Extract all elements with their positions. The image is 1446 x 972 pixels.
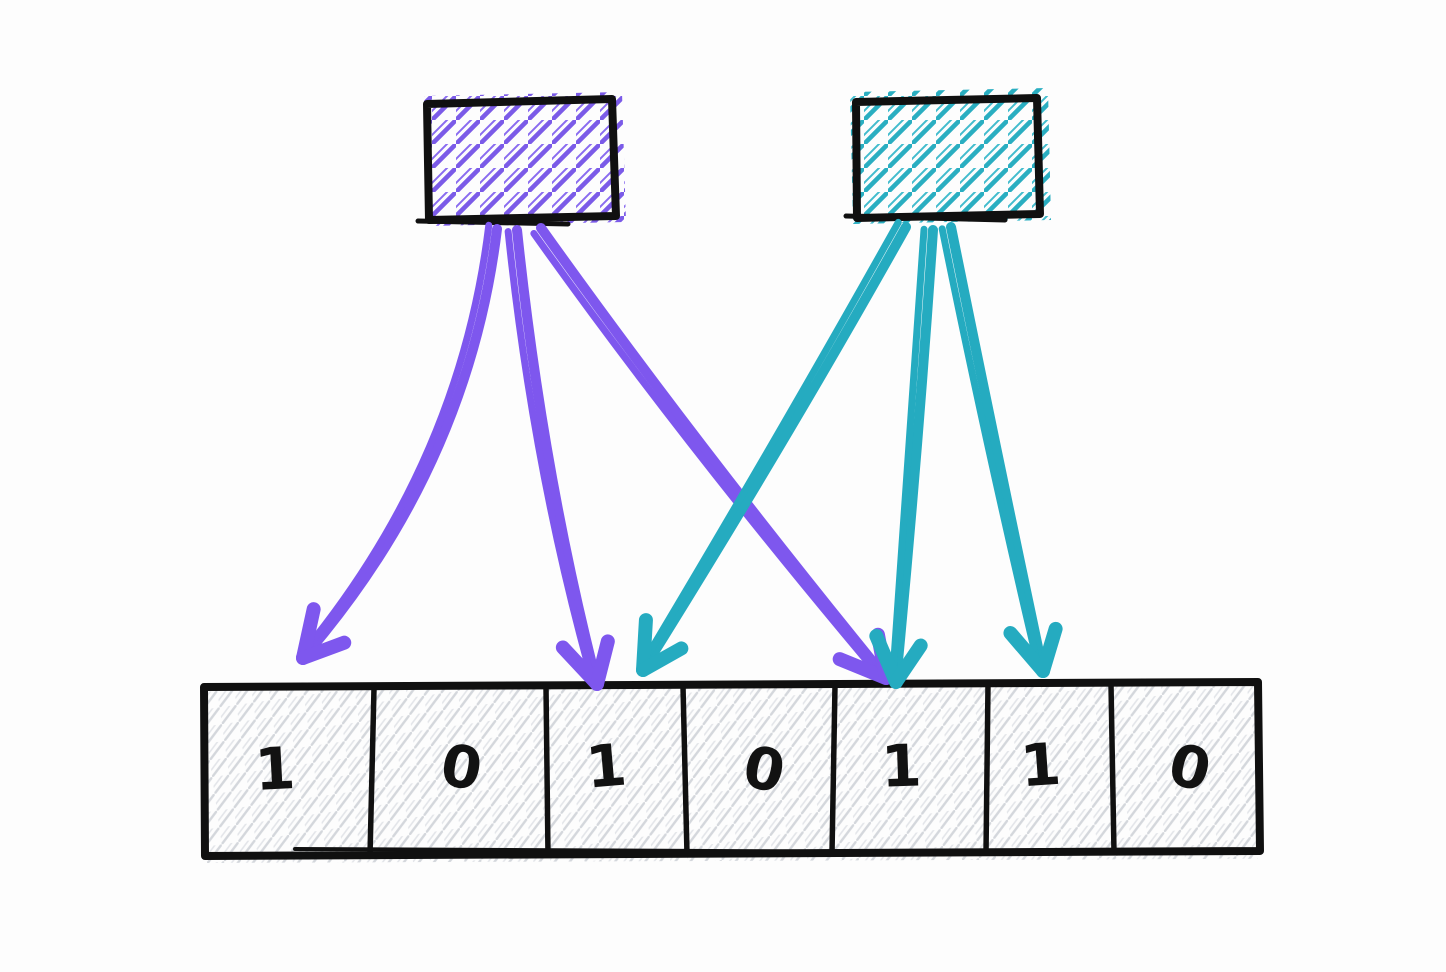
hashed-item-purple-box [415,92,626,227]
arrow-hashed-item-teal-to-cell-5 [938,222,1063,678]
bit-cell-divider [680,683,690,857]
bit-array-cell: 1 [835,683,985,861]
bit-array-cell: 1 [985,682,1112,860]
arrowhead-barb [636,641,689,677]
bit-array-cell: 1 [545,684,685,862]
hashed-item-purple-frame-overdraw [415,218,571,227]
bit-array-frame [200,678,1264,860]
arrowhead-barb [1003,626,1050,678]
arrow-shaft [298,224,502,663]
arrow-hashed-item-purple-to-cell-4 [530,223,893,685]
bit-cell-value: 1 [253,734,297,804]
arrow-shaft-overdraw [296,221,493,661]
bit-cell-value: 1 [583,730,629,801]
arrow-hashed-item-purple-to-cell-2 [504,225,615,691]
arrow-shaft [638,222,911,675]
arrow-shaft-overdraw [938,225,1043,676]
bit-cell-divider [829,683,838,857]
bit-cell-hatch [1112,681,1258,860]
bit-cell-divider [543,684,551,858]
arrow-hashed-item-teal-to-cell-4 [869,225,938,689]
arrowhead-barb [1036,621,1063,678]
bit-cell-hatch [985,682,1112,860]
arrow-hashed-item-teal-to-cell-2 [636,218,911,677]
arrow-shaft [536,223,891,683]
hashed-item-teal-frame [852,94,1044,222]
arrowhead-barb [296,602,321,665]
arrow-shaft-overdraw [530,229,887,684]
arrow-hashed-item-purple-to-cell-0 [296,221,502,665]
arrowhead-barb [869,629,903,689]
hashed-item-teal-hatch [850,88,1051,224]
bit-array-cell: 0 [1112,681,1258,860]
arrow-shaft [891,225,938,687]
bit-cell-value: 1 [880,731,923,800]
bit-cell-divider [367,685,377,859]
arrow-shaft [512,225,602,689]
bit-array-cell: 0 [372,685,545,863]
arrowhead-barb [636,613,653,677]
arrowhead-barb [296,635,352,665]
arrowhead-barb [555,640,604,691]
hash-arrows [296,218,1063,691]
bit-cell-hatch [835,683,985,861]
hashed-item-purple-hatch [424,92,626,226]
arrow-shaft-overdraw [636,218,902,672]
bit-array-cell: 1 [205,686,372,863]
bit-cell-value: 1 [1018,730,1063,801]
bit-cell-hatch [545,684,685,862]
bit-cell-hatch [372,685,545,863]
arrow-shaft-overdraw [504,228,597,689]
bit-cell-divider [983,682,991,856]
bit-cell-divider [1108,681,1117,856]
hashed-item-teal-box [843,88,1051,224]
arrowhead-barb [590,634,615,691]
bit-cell-hatch [205,686,372,863]
arrow-shaft-overdraw [888,225,928,686]
bit-cell-hatch [685,683,835,862]
hashed-item-teal-frame-overdraw [843,213,1008,223]
bit-array-cell: 0 [685,683,835,862]
arrowhead-barb [832,652,893,685]
bit-array-frame-overdraw [293,847,1107,855]
hashed-item-purple-frame [423,95,620,224]
arrow-shaft [946,222,1048,676]
arrowhead-barb [889,638,928,689]
